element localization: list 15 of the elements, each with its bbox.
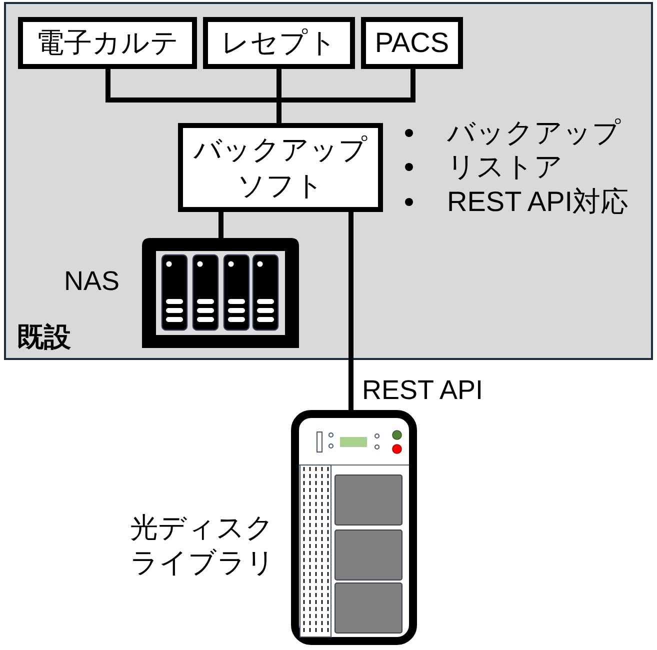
software-box: バックアップソフト [178, 123, 383, 212]
bullet-text: REST API対応 [447, 185, 629, 219]
bullet-text: リストア [447, 150, 563, 184]
device-caption: NAS [64, 265, 120, 298]
device-caption: 光ディスクライブラリ [130, 511, 276, 580]
edge-label: REST API [362, 374, 484, 407]
connector-line [348, 212, 354, 410]
system-box: PACS [361, 17, 463, 69]
bullet-text: バックアップ [447, 116, 621, 150]
group-area [4, 2, 653, 360]
system-box: レセプト [203, 17, 355, 69]
connector-line [106, 66, 416, 126]
group-label: 既設 [17, 321, 71, 354]
connector-line [218, 212, 224, 238]
system-box: 電子カルテ [18, 17, 197, 69]
